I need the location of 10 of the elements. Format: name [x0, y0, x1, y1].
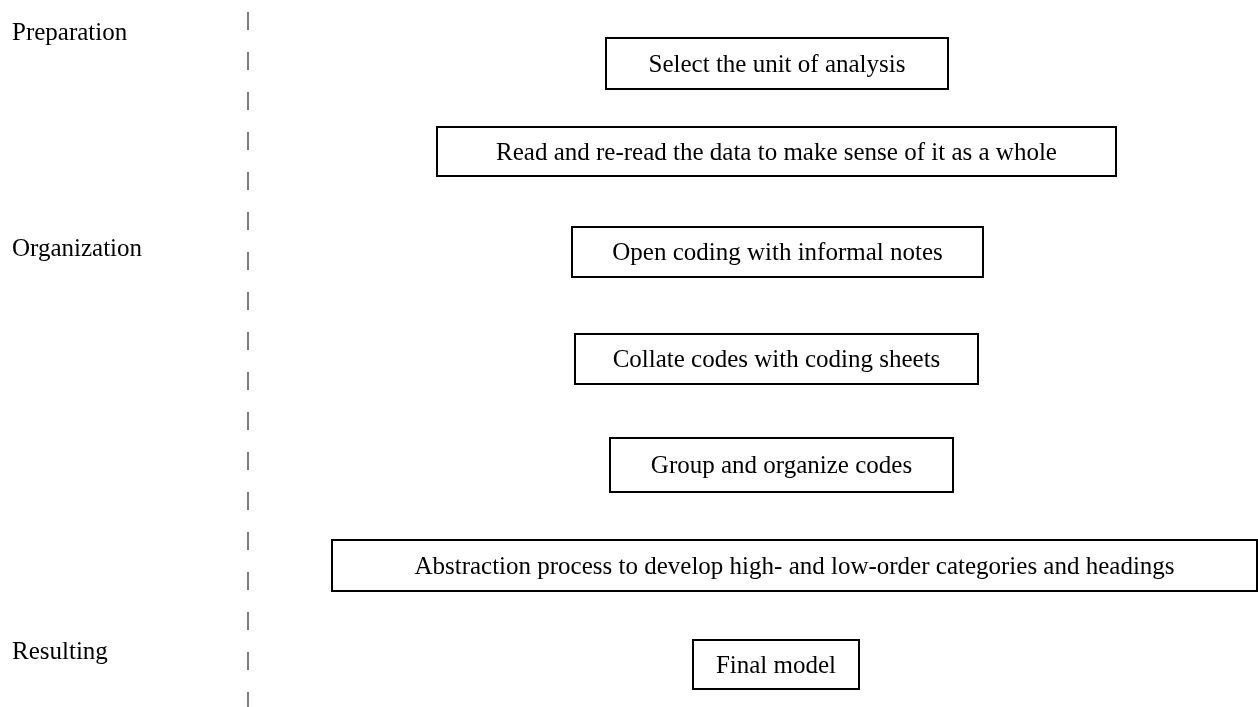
process-box: Select the unit of analysis	[605, 37, 949, 90]
stage-label: Preparation	[12, 18, 128, 46]
process-box: Collate codes with coding sheets	[574, 333, 979, 385]
stage-label: Resulting	[12, 637, 108, 665]
process-box: Read and re-read the data to make sense of it as a whole	[436, 126, 1117, 177]
process-box: Abstraction process to develop high- and low-order categories and headings	[331, 539, 1258, 592]
stage-label: Organization	[12, 234, 143, 262]
process-box: Final model	[692, 639, 860, 690]
process-box: Open coding with informal notes	[571, 226, 984, 278]
process-box: Group and organize codes	[609, 437, 954, 493]
